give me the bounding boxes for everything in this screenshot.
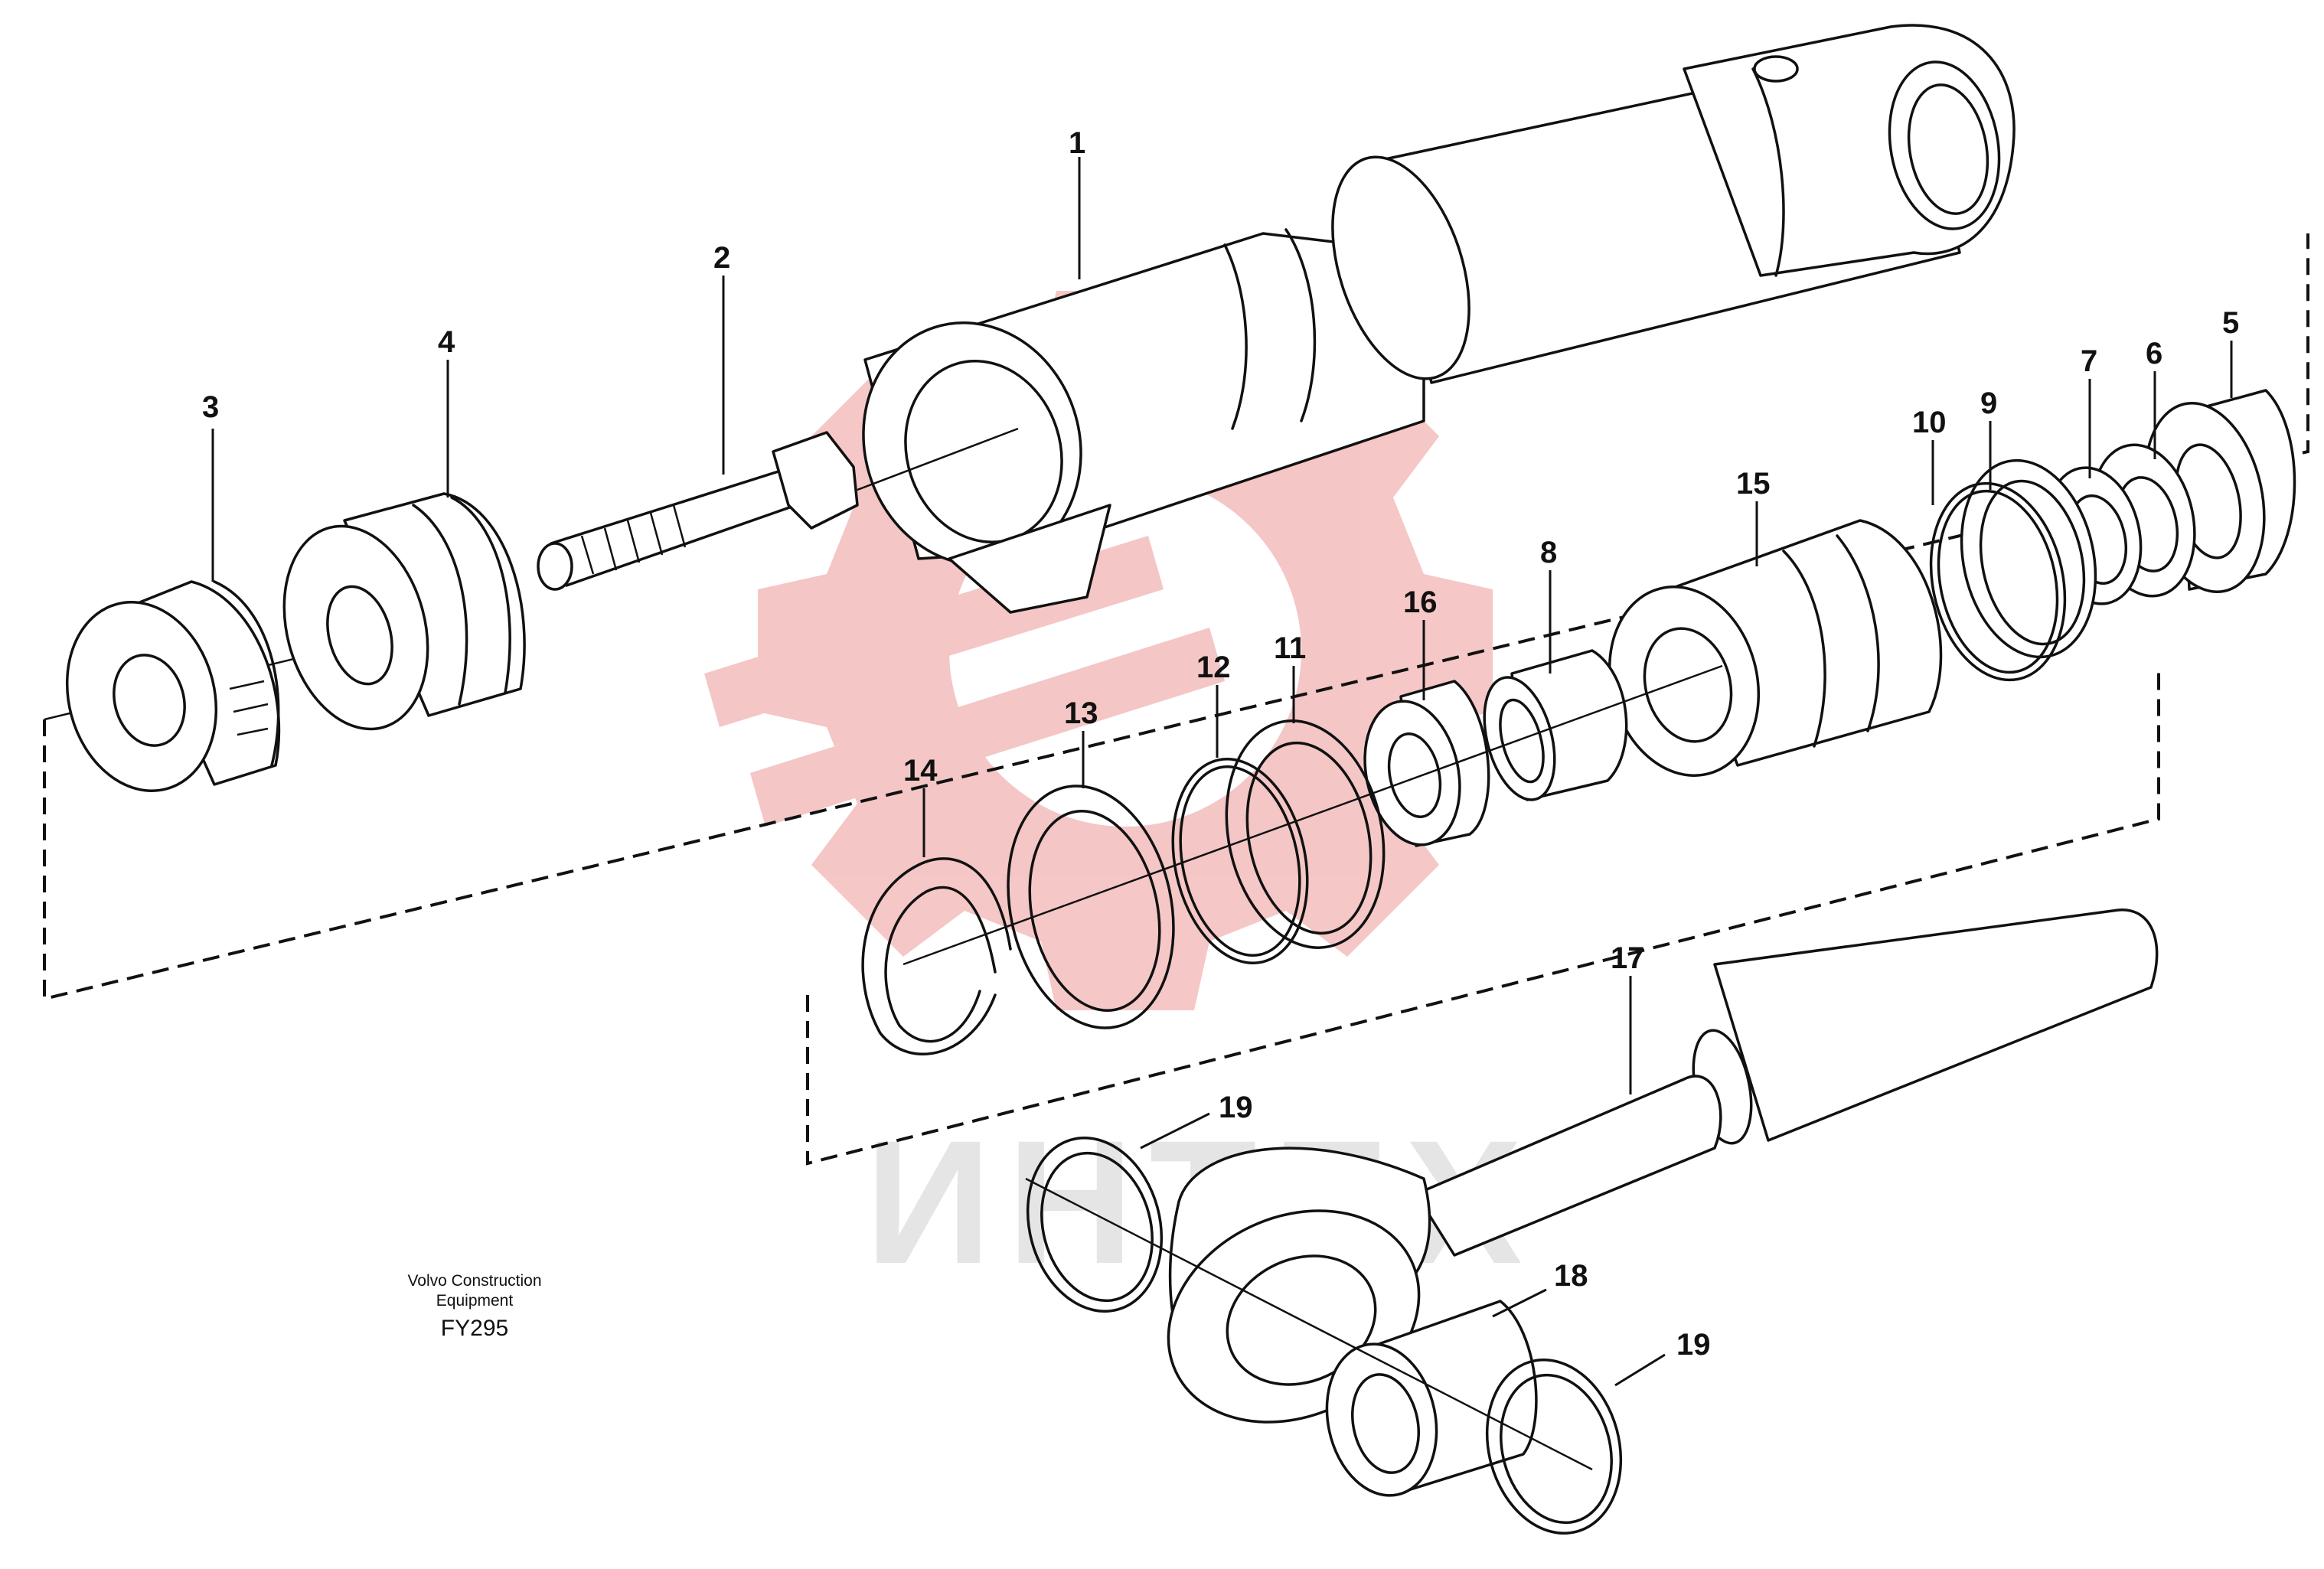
part-12-o-ring — [1171, 758, 1309, 964]
label-part-15: 15 — [1736, 467, 1771, 501]
part-19-snap-ring-upper — [1026, 1137, 1164, 1313]
part-18-bearing — [1325, 1300, 1538, 1497]
label-part-9: 9 — [1980, 387, 1997, 420]
part-17-piston-rod — [1167, 908, 2159, 1424]
label-part-18: 18 — [1554, 1259, 1588, 1293]
part-16-nut — [1363, 680, 1490, 847]
label-part-17: 17 — [1611, 941, 1645, 975]
part-15-piston — [1608, 519, 1943, 777]
part-3-cylinder-head — [65, 580, 281, 792]
caption-line-1: Volvo Construction — [407, 1272, 541, 1290]
label-part-16: 16 — [1403, 586, 1438, 619]
label-part-1: 1 — [1069, 126, 1085, 160]
part-8-bushing — [1483, 649, 1628, 801]
label-part-11: 11 — [1274, 631, 1306, 665]
eye-axis-line — [1025, 1177, 1593, 1471]
label-part-19-lower: 19 — [1676, 1328, 1711, 1362]
label-part-13: 13 — [1064, 696, 1098, 730]
leader-lines — [211, 157, 2233, 1387]
label-part-5: 5 — [2222, 306, 2239, 340]
label-part-3: 3 — [202, 390, 219, 424]
label-part-12: 12 — [1196, 651, 1231, 684]
label-part-2: 2 — [713, 241, 730, 275]
caption-line-2: Equipment — [436, 1292, 514, 1310]
part-10-o-ring — [1929, 481, 2067, 682]
part-1-cylinder-barrel — [862, 24, 2016, 614]
label-part-7: 7 — [2081, 344, 2097, 378]
part-number-labels: 1 2 3 4 5 6 7 9 10 15 8 16 11 12 13 14 1… — [202, 126, 2239, 1362]
label-part-14: 14 — [903, 754, 938, 788]
drawing-code: FY295 — [441, 1316, 508, 1341]
label-part-6: 6 — [2146, 337, 2162, 370]
part-2-bolt — [537, 427, 1019, 591]
label-part-10: 10 — [1912, 406, 1947, 439]
part-19-snap-ring-lower — [1485, 1359, 1623, 1535]
part-14-snap-ring — [861, 857, 1012, 1055]
rod-axis-line — [903, 664, 1723, 966]
label-part-4: 4 — [438, 325, 455, 359]
part-4-gland — [282, 492, 526, 731]
label-part-19-upper: 19 — [1219, 1091, 1253, 1124]
part-11-ring — [1225, 719, 1386, 949]
label-part-8: 8 — [1540, 536, 1557, 569]
drawing-caption: Volvo Construction Equipment FY295 — [407, 1272, 541, 1341]
